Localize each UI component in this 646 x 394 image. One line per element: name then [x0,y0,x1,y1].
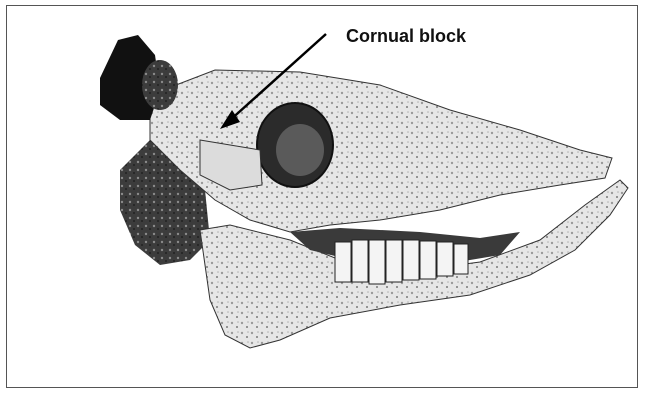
orbit-inner [276,124,324,176]
annotation-label: Cornual block [346,26,466,47]
horn-base [142,60,178,110]
